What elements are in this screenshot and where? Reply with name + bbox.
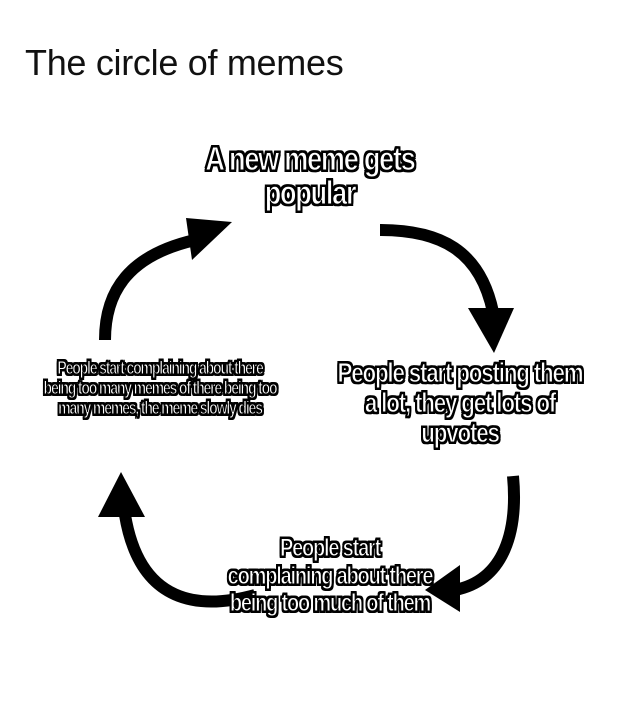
arrow-right-to-bottom-icon xyxy=(425,475,520,612)
page-title: The circle of memes xyxy=(25,42,344,83)
node-complaining: People start complaining about there bei… xyxy=(227,534,434,617)
arrow-left-to-top-icon xyxy=(99,218,232,341)
arrow-bottom-to-left-icon xyxy=(98,472,257,608)
arrow-top-to-right-icon xyxy=(379,224,514,353)
node-posting: People start posting them a lot, they ge… xyxy=(337,357,584,449)
node-new-meme: A new meme gets popular xyxy=(205,140,416,211)
node-meme-dies: People start complaining about there bei… xyxy=(43,357,278,419)
